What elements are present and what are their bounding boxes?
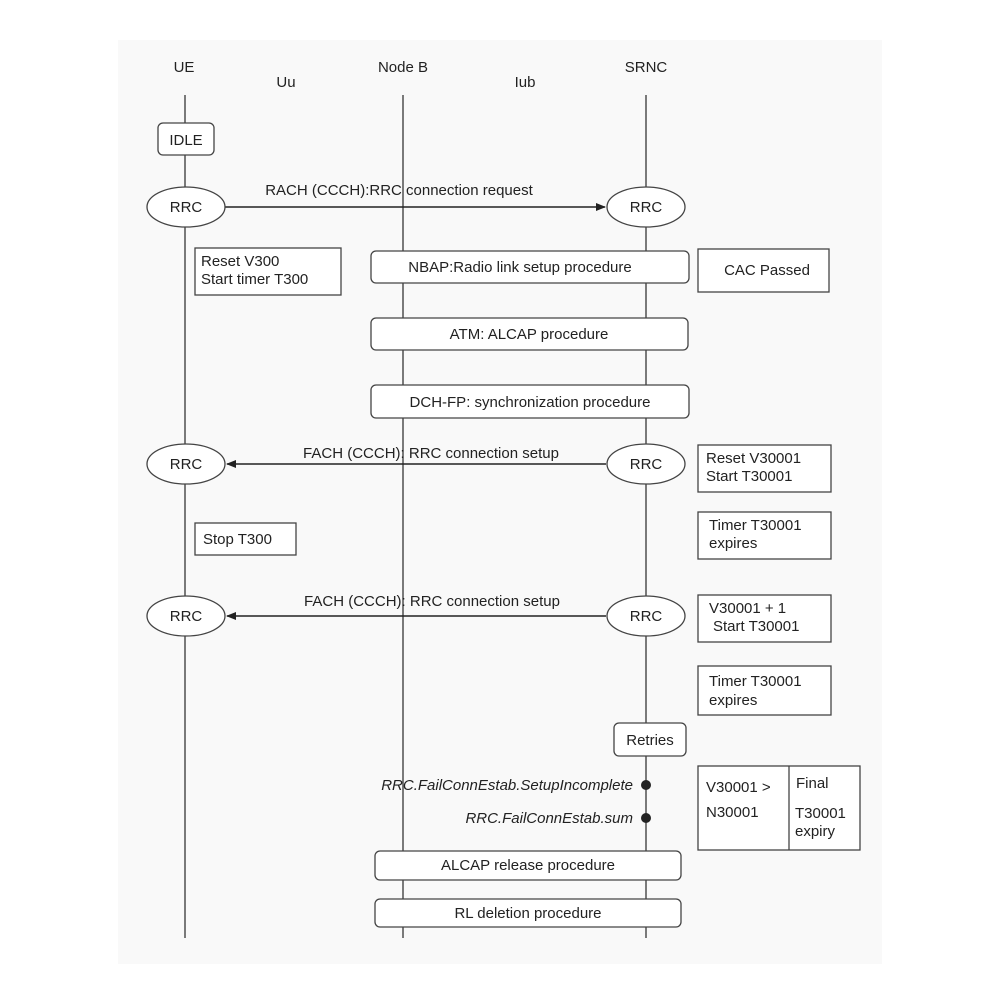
srnc-rrc-label-3: RRC — [630, 608, 663, 625]
srnc-rrc-node-3 — [606, 595, 686, 637]
entity-srnc: SRNC — [625, 59, 668, 76]
ue-stop-note — [194, 522, 297, 556]
srnc-reset-line1: Reset V30001 — [706, 450, 801, 467]
counter-setup-incomplete: RRC.FailConnEstab.SetupIncomplete — [381, 777, 633, 794]
rl-deletion-label: RL deletion procedure — [454, 905, 601, 922]
dchfp-procedure-box — [370, 384, 690, 419]
final-line1: Final — [796, 775, 829, 792]
idle-state-label: IDLE — [169, 132, 202, 149]
srnc-expire2-line1: Timer T30001 — [709, 673, 802, 690]
alcap-procedure-label: ATM: ALCAP procedure — [450, 326, 609, 343]
ue-rrc-node-1 — [146, 186, 226, 228]
srnc-expire-note-1 — [697, 511, 832, 560]
srnc-increment-note — [697, 594, 832, 643]
srnc-incr-line1: V30001 + 1 — [709, 600, 786, 617]
srnc-expire1-line2: expires — [709, 535, 757, 552]
ue-rrc-node-3 — [146, 595, 226, 637]
fach-setup-label-2: FACH (CCCH): RRC connection setup — [304, 593, 560, 610]
rach-label: RACH (CCCH):RRC connection request — [265, 182, 533, 199]
nbap-procedure-box — [370, 250, 690, 284]
dchfp-procedure-label: DCH-FP: synchronization procedure — [410, 394, 651, 411]
srnc-rrc-label-1: RRC — [630, 199, 663, 216]
srnc-expire-note-2 — [697, 665, 832, 716]
srnc-reset-note — [697, 444, 832, 493]
ue-rrc-label-2: RRC — [170, 456, 203, 473]
cac-passed-note — [697, 248, 830, 293]
alcap-release-label: ALCAP release procedure — [441, 857, 615, 874]
final-line3: expiry — [795, 823, 836, 840]
cond-line1: V30001 > — [706, 779, 771, 796]
counter-point-2 — [641, 813, 651, 823]
final-line2: T30001 — [795, 805, 846, 822]
alcap-procedure-box — [370, 317, 689, 351]
counter-sum: RRC.FailConnEstab.sum — [465, 810, 633, 827]
ue-rrc-label-3: RRC — [170, 608, 203, 625]
rl-deletion-box — [374, 898, 682, 928]
srnc-rrc-label-2: RRC — [630, 456, 663, 473]
ue-rrc-label-1: RRC — [170, 199, 203, 216]
interface-iub: Iub — [515, 74, 536, 91]
alcap-release-box — [374, 850, 682, 881]
interface-uu: Uu — [276, 74, 295, 91]
fach-setup-label-1: FACH (CCCH): RRC connection setup — [303, 445, 559, 462]
ue-reset-line1: Reset V300 — [201, 253, 279, 270]
counter-point-1 — [641, 780, 651, 790]
srnc-incr-line2: Start T30001 — [713, 618, 799, 635]
ue-rrc-node-2 — [146, 443, 226, 485]
ue-reset-note — [194, 247, 342, 296]
idle-state-box — [157, 122, 215, 156]
ue-stop-label: Stop T300 — [203, 531, 272, 548]
srnc-reset-line2: Start T30001 — [706, 468, 792, 485]
retries-label: Retries — [626, 732, 674, 749]
ue-reset-line2: Start timer T300 — [201, 271, 308, 288]
srnc-expire1-line1: Timer T30001 — [709, 517, 802, 534]
entity-node-b: Node B — [378, 59, 428, 76]
final-condition-note — [697, 765, 861, 851]
cac-passed-label: CAC Passed — [724, 262, 810, 279]
srnc-rrc-node-1 — [606, 186, 686, 228]
srnc-rrc-node-2 — [606, 443, 686, 485]
entity-ue: UE — [174, 59, 195, 76]
retries-box — [613, 722, 687, 757]
srnc-expire2-line2: expires — [709, 692, 757, 709]
nbap-procedure-label: NBAP:Radio link setup procedure — [408, 259, 631, 276]
cond-line2: N30001 — [706, 804, 759, 821]
